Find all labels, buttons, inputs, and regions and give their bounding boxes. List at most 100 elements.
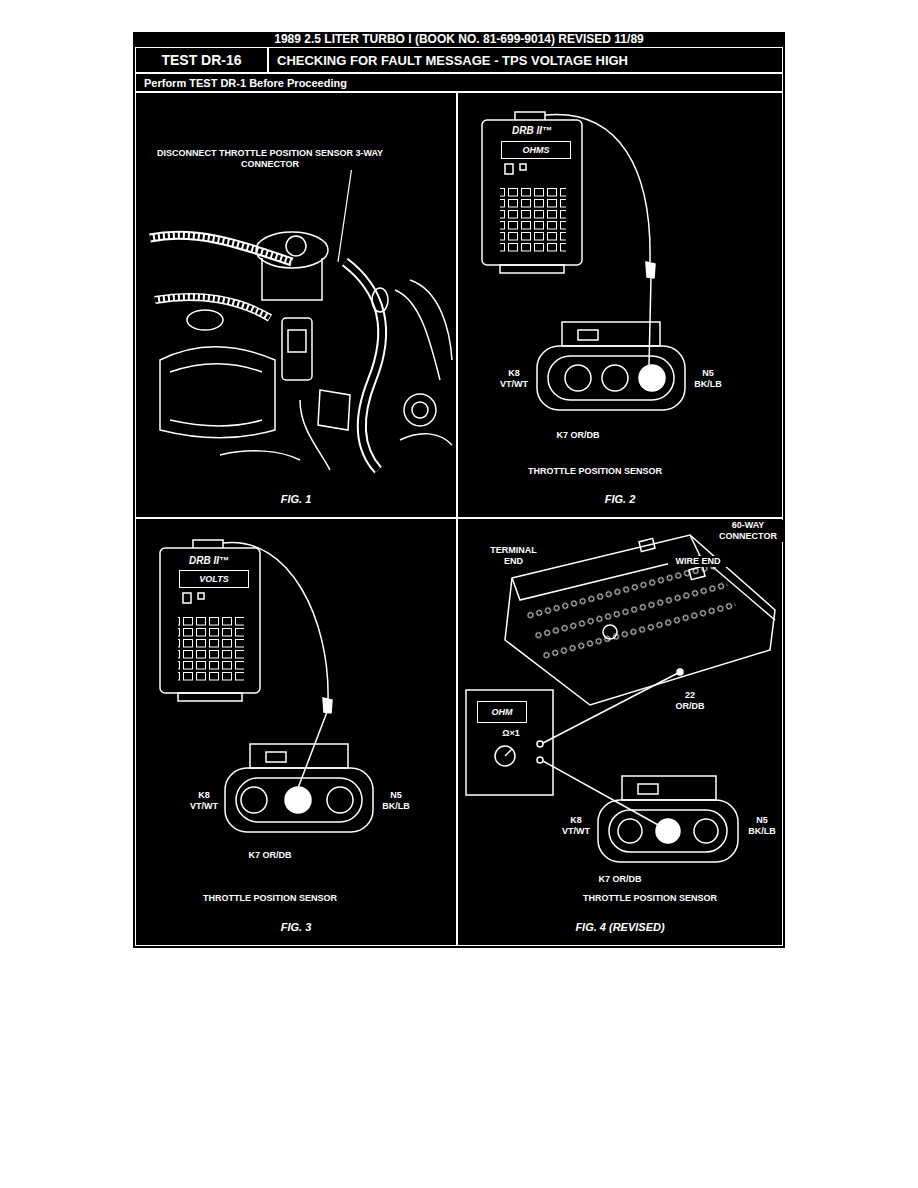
background-panel [133,32,785,948]
ohmmeter-part [537,757,543,763]
engine-illustration-part [300,400,330,470]
tps-connector-part [327,787,353,813]
drb-tester-part [323,698,332,713]
engine-illustration-part [160,347,275,438]
tps-connector-part [602,365,628,391]
background-panel-part [133,32,785,948]
engine-illustration-part [318,166,352,262]
tps-connector-part [225,768,373,832]
node-text: VOLTS [199,574,228,584]
drb-tester-part [482,120,582,265]
engine-illustration-part [395,290,440,380]
node-text: TEST DR-16 [161,52,241,68]
part-name: THROTTLE POSITION SENSOR [570,893,730,904]
tps-connector-part [598,800,738,862]
sixty-way-connector [505,535,775,705]
wire-label: N5 BK/LB [378,790,414,812]
drb-tester-part [545,114,650,262]
drb-tester-part [160,548,260,693]
figure-panel: FIG. 3 VOLTS [135,518,457,946]
tps-connector-part [578,330,598,340]
figure-caption: FIG. 2 [605,493,636,505]
tps-connector-part [266,752,286,762]
tps-connector-part [537,346,685,410]
drb-tester-part [183,593,191,603]
engine-illustration-part [155,297,270,318]
tps-connector-part [656,819,680,843]
end-label: WIRE END [668,556,728,567]
node-text: CHECKING FOR FAULT MESSAGE - TPS VOLTAGE… [277,53,628,68]
ohmmeter-part [543,673,678,743]
sixty-way-connector-part [603,625,617,639]
drb-tester-part [198,593,204,599]
figure-caption: FIG. 3 [281,921,312,933]
page-title: 1989 2.5 LITER TURBO I (BOOK NO. 81-699-… [133,32,785,46]
range-setting: Ω×1 [496,728,526,739]
engine-illustration-part [286,236,306,256]
ohmmeter-part [495,746,515,766]
tps-connector-part [236,778,362,822]
engine-illustration-part [345,262,382,470]
instruction-band: Perform TEST DR-1 Before Proceeding [135,73,783,92]
drb-tester-part [500,188,566,254]
engine-illustration-part [150,235,292,262]
engine-illustration-part [400,434,452,445]
engine-illustration-part [412,402,428,418]
engine-illustration-part [282,318,312,380]
engine-illustration-part [187,310,223,330]
sixty-way-connector-part [677,669,683,675]
engine-illustration-part [404,394,436,426]
ohmmeter-part [505,749,512,756]
engine-illustration-part [220,451,300,460]
engine-illustration-part [256,232,328,268]
tester-display: VOLTS [179,570,249,588]
figure-panel: FIG. 2 OHMS [457,92,783,518]
wire-label: K8 VT/WT [186,790,222,812]
sixty-way-connector-part [541,600,737,660]
figure-caption: FIG. 1 [281,493,312,505]
engine-illustration-part [170,420,262,426]
part-name: THROTTLE POSITION SENSOR [520,466,670,477]
tester-logo: DRB II™ [170,555,248,566]
engine-illustration-part [262,258,322,300]
figure-caption: FIG. 4 (REVISED) [575,921,664,933]
ohmmeter-part [537,741,543,747]
wire-label: K8 VT/WT [558,815,594,837]
drb-tester-part [505,164,513,174]
engine-illustration-part [150,235,292,262]
tps-connector-part [241,787,267,813]
ohmmeter-part [466,690,553,795]
wire-label: K7 OR/DB [240,850,300,861]
wire-label: K8 VT/WT [496,368,532,390]
end-label: TERMINAL END [486,545,541,567]
wire-label: N5 BK/LB [744,815,780,837]
drb-tester-part [500,265,564,273]
node-text: OHM [492,707,513,717]
ohmmeter [466,673,678,826]
meter-display: OHM [477,701,527,723]
tps-connector-part [638,784,658,794]
tps-connector-part [250,744,348,768]
drb-tester-part [646,262,655,278]
node-text: OHMS [523,145,550,155]
tps-connector-part [609,810,727,852]
tps-connector-part [639,365,665,391]
part-name: THROTTLE POSITION SENSOR [195,893,345,904]
wire-label: K7 OR/DB [548,430,608,441]
sixty-way-connector-part [639,538,655,551]
engine-illustration-part [170,364,262,372]
wire-label: K7 OR/DB [590,874,650,885]
tps-connector-part [694,819,718,843]
test-number-box: TEST DR-16 [135,47,268,73]
engine-illustration-part [318,390,350,430]
tester-display: OHMS [501,141,571,159]
tester-logo: DRB II™ [493,125,571,136]
tps-connector-part [622,776,716,800]
wire-label: N5 BK/LB [690,368,726,390]
engine-illustration-part [410,280,452,360]
tps-connector-part [565,365,591,391]
part-name: 60-WAY CONNECTOR [713,520,783,542]
callout-text: DISCONNECT THROTTLE POSITION SENSOR 3-WA… [150,148,390,170]
